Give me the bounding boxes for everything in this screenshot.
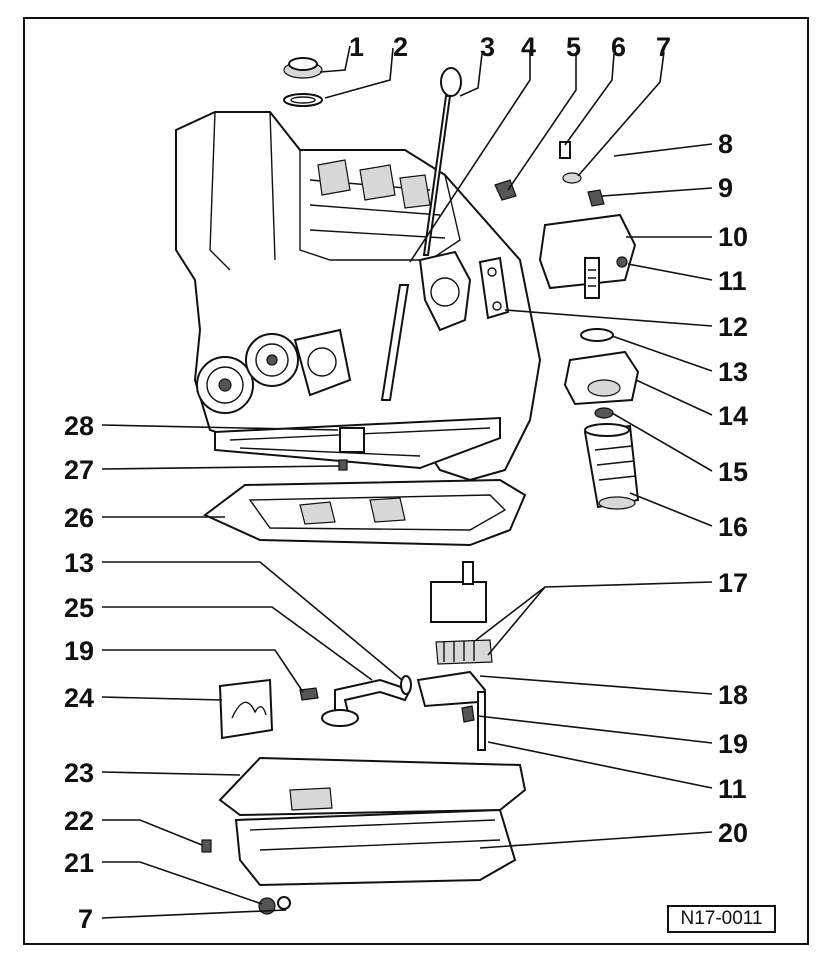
- callout-13-upper: 13: [718, 357, 748, 387]
- callout-16: 16: [718, 512, 748, 542]
- callout-9: 9: [718, 173, 733, 203]
- callout-10: 10: [718, 222, 748, 252]
- oil-filter-bracket: [538, 141, 637, 299]
- oil-dipstick: [422, 67, 462, 256]
- callout-21: 21: [64, 848, 94, 878]
- oil-pickup-tube: [321, 675, 412, 727]
- callout-26: 26: [64, 503, 94, 533]
- cooler-nut: [594, 407, 614, 419]
- flange-gasket: [478, 256, 510, 320]
- callout-19-right: 19: [718, 729, 748, 759]
- callout-1: 1: [349, 32, 364, 62]
- callout-18: 18: [718, 680, 748, 710]
- callout-17: 17: [718, 568, 748, 598]
- oil-pump: [430, 561, 493, 665]
- oil-strainer-screw: [338, 427, 365, 471]
- callout-25: 25: [64, 593, 94, 623]
- callout-20: 20: [718, 818, 748, 848]
- callout-6: 6: [611, 32, 626, 62]
- callout-23: 23: [64, 758, 94, 788]
- diagram-frame: [23, 17, 809, 945]
- callout-19-left: 19: [64, 636, 94, 666]
- callout-7-bottom: 7: [78, 904, 93, 934]
- callout-28: 28: [64, 411, 94, 441]
- lower-bolts: [299, 687, 486, 751]
- pump-cover: [416, 670, 487, 708]
- lower-oil-pan: [218, 756, 527, 887]
- oil-filler-cap: [283, 57, 323, 107]
- oil-cooler: [563, 350, 640, 406]
- callout-7-top: 7: [656, 32, 671, 62]
- baffle-plate: [218, 678, 274, 740]
- callout-4: 4: [521, 32, 536, 62]
- reference-code-box: N17-0011: [667, 905, 776, 933]
- callout-11-upper: 11: [718, 266, 747, 296]
- oil-filter: [583, 423, 640, 510]
- callout-3: 3: [480, 32, 495, 62]
- callout-13-lower: 13: [64, 548, 94, 578]
- reference-code: N17-0011: [680, 908, 763, 929]
- callout-12: 12: [718, 312, 748, 342]
- callout-2: 2: [393, 32, 408, 62]
- callout-15: 15: [718, 457, 748, 487]
- leader-lines: [101, 45, 713, 919]
- callout-5: 5: [566, 32, 581, 62]
- callout-11-lower: 11: [718, 774, 747, 804]
- callout-27: 27: [64, 455, 94, 485]
- callout-8: 8: [718, 129, 733, 159]
- callout-24: 24: [64, 683, 94, 713]
- oil-pan-upper-section: [203, 478, 527, 547]
- callout-labels: 1 2 3 4 5 6 7 8 9 10 11 12 13 14 15 16 1…: [64, 32, 748, 934]
- o-ring-upper: [580, 328, 614, 342]
- callout-22: 22: [64, 806, 94, 836]
- callout-14: 14: [718, 401, 748, 431]
